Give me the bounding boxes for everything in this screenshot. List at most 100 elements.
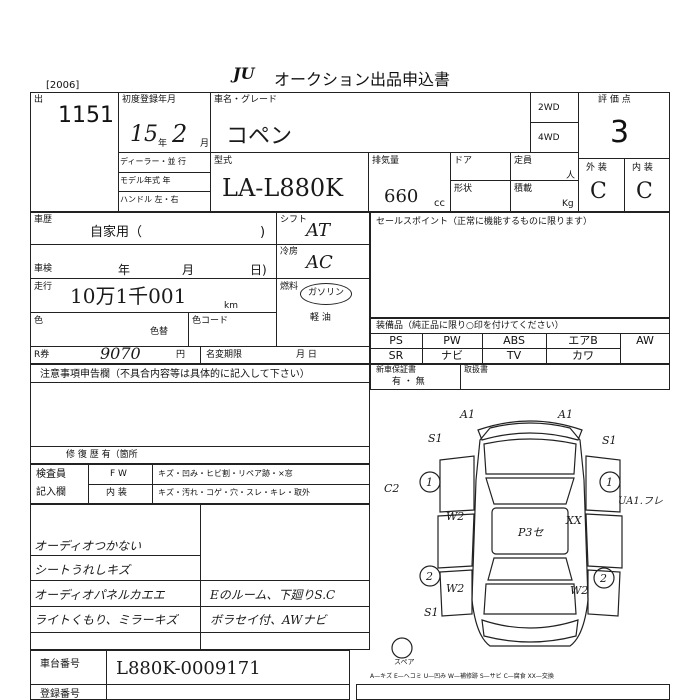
mark-w2-right-rear: W2	[570, 584, 588, 597]
mark-s1-right: S1	[602, 434, 617, 447]
handle-label: ハンドル 左・右	[120, 195, 179, 204]
windshield	[485, 477, 575, 505]
front-left-tire	[419, 471, 441, 493]
equipment-label: 装備品（純正品に限り○印を付けてください）	[376, 321, 564, 331]
inspection-label: 車検	[34, 264, 53, 274]
mark-w2-rear: W2	[446, 582, 464, 595]
interior-items: キズ・汚れ・コゲ・穴・スレ・キレ・取外	[158, 488, 310, 497]
diesel-label: 軽 油	[310, 313, 331, 323]
rear-right-tire	[593, 567, 615, 589]
dealer-label: ディーラー・並 行	[120, 157, 186, 166]
mark-ua1: UA1.フレ	[618, 496, 663, 507]
name-change-label: 名変期限	[206, 350, 243, 360]
left-doors	[437, 513, 475, 569]
model-code-value: LA-L880K	[222, 174, 344, 202]
note-left-2: シートうれしキズ	[34, 563, 131, 577]
equip-pw: PW	[443, 334, 461, 347]
hood	[483, 438, 577, 475]
fuel-value: ガソリン	[308, 288, 345, 298]
sales-point-label: セールスポイント（正常に機能するものに限ります）	[376, 217, 593, 227]
spare-tire	[391, 637, 413, 659]
first-reg-label: 初度登録年月	[122, 95, 177, 105]
note-left-3: オーディオパネルカエエ	[34, 588, 165, 602]
equip-sr: SR	[388, 349, 404, 362]
equip-aw: AW	[636, 334, 654, 347]
rear-left-tire	[419, 565, 441, 587]
car-name-value: コペン	[226, 124, 293, 149]
equip-tv: TV	[506, 349, 522, 362]
right-front-fender	[585, 455, 621, 513]
mark-s1-rear: S1	[424, 606, 439, 619]
reg-year-value: 15	[130, 122, 158, 147]
equip-leather: カワ	[572, 349, 594, 362]
roof	[491, 507, 569, 555]
manual-label: 取扱書	[464, 365, 488, 374]
equip-ps: PS	[389, 334, 403, 347]
mark-2-right: 2	[599, 572, 607, 585]
notes-label: 注意事項申告欄（不具合内容等は具体的に記入して下さい）	[40, 369, 310, 380]
fw-items: キズ・凹み・ヒビ割・リペア跡・×窓	[158, 469, 293, 478]
equip-abs: ABS	[503, 334, 525, 347]
exterior-label: 外 装	[586, 163, 607, 173]
reg-month-value: 2	[172, 120, 188, 148]
displacement-label: 排気量	[372, 156, 400, 166]
car-body-outline	[471, 422, 589, 647]
note-right-2: ボラセイ付、AWナビ	[210, 613, 327, 627]
inspector-label: 検査員	[36, 469, 66, 480]
form-frame-top	[30, 92, 670, 212]
front-bumper	[477, 420, 583, 441]
equip-navi: ナビ	[441, 349, 463, 362]
fw-label: F W	[110, 469, 127, 479]
mark-xx: XX	[565, 514, 583, 527]
rating-label: 評 価 点	[598, 95, 631, 105]
car-name-label: 車名・グレード	[214, 95, 278, 105]
mark-w2-left: W2	[446, 510, 464, 523]
model-year-label: モデル年式 年	[120, 176, 171, 185]
cooler-label: 冷房	[280, 247, 299, 257]
cc-label: cc	[434, 198, 445, 209]
entry-label: 記入欄	[36, 487, 66, 498]
rear-window	[487, 557, 573, 581]
damage-legend: A—キズ E—ヘコミ U—凹み W—補修跡 S—サビ C—腐食 XX—交換	[370, 673, 554, 680]
notes-block	[30, 364, 370, 464]
recycle-label: R券	[34, 350, 50, 360]
equipment-block	[370, 318, 670, 364]
left-front-fender	[439, 455, 475, 513]
reg-no-label: 登録番号	[40, 689, 80, 700]
shift-value: AT	[306, 220, 331, 241]
interior-label: 内 装	[632, 163, 653, 173]
bottom-right-frame	[356, 684, 670, 700]
spare-label: スペア	[394, 658, 415, 666]
front-right-tire	[599, 471, 621, 493]
mileage-label: 走行	[34, 282, 53, 292]
new-warranty-label: 新車保証書	[376, 365, 416, 374]
mark-s1-left: S1	[428, 432, 443, 445]
mark-1-right: 1	[606, 476, 613, 489]
year-tag: [2006]	[46, 80, 80, 91]
note-left-1: オーディオつかない	[34, 539, 142, 553]
mark-c2: C2	[384, 482, 399, 495]
lot-prefix: 出	[34, 95, 44, 105]
history-label: 車歴	[34, 215, 53, 225]
mark-p3: P3セ	[517, 526, 544, 539]
interior-grade: C	[636, 179, 653, 204]
color-change-label: 色替	[150, 327, 169, 337]
recycle-amount: 9070	[100, 344, 141, 363]
fuel-circle	[300, 283, 352, 305]
mark-a1-left: A1	[459, 408, 475, 421]
mileage-value: 10万1千001	[70, 284, 187, 308]
cooler-value: AC	[306, 252, 333, 273]
note-left-4: ライトくもり、ミラーキズ	[34, 613, 178, 627]
warranty-block	[370, 364, 670, 390]
model-type-label: 型式	[214, 156, 233, 166]
color-label: 色	[34, 316, 44, 326]
equip-airbag: エアB	[568, 334, 598, 347]
exterior-grade: C	[590, 179, 607, 204]
history-value: 自家用（	[90, 225, 143, 240]
mark-a1-right: A1	[557, 408, 573, 421]
right-doors	[585, 513, 623, 569]
trunk	[483, 583, 577, 615]
fuel-label: 燃料	[280, 282, 299, 292]
form-title: オークション出品申込書	[274, 70, 451, 89]
rear-bumper	[481, 619, 579, 643]
